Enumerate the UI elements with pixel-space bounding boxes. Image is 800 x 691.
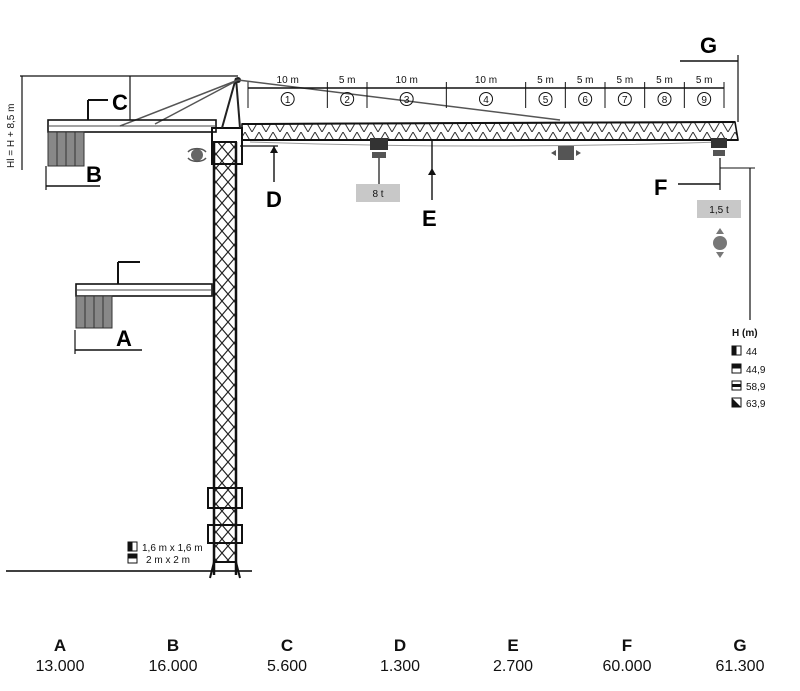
- dimension-column: C 5.600: [247, 636, 327, 678]
- label-d: D: [266, 187, 282, 212]
- svg-text:44,9: 44,9: [746, 365, 766, 376]
- segment-index-circle: [399, 92, 414, 106]
- dimension-column: E 2.700: [473, 636, 553, 678]
- svg-text:58,9: 58,9: [746, 382, 766, 393]
- dimension-column: F 60.000: [587, 636, 667, 678]
- segment-index-label: 8: [662, 95, 668, 106]
- label-c: C: [112, 90, 128, 115]
- segment-index-label: 5: [543, 95, 549, 106]
- label-a: A: [116, 326, 132, 351]
- segment-index-circle: [340, 92, 355, 106]
- trolley-direction-marker: [551, 146, 581, 160]
- dimension-value: 2.700: [492, 658, 534, 675]
- dimension-d: D: [240, 145, 282, 212]
- segment-index-circle: [538, 92, 553, 106]
- label-e: E: [422, 206, 437, 231]
- dimension-column: G 61.300: [700, 636, 780, 678]
- dimension-key: G: [733, 636, 747, 655]
- height-legend-item: 44: [731, 345, 758, 358]
- segment-length-label: 5 m: [616, 75, 633, 86]
- tip-load-label: 1,5 t: [709, 205, 729, 216]
- segment-index-circle: [280, 92, 295, 106]
- hoist-direction-icon: [713, 228, 727, 258]
- dimension-g: G: [680, 33, 739, 122]
- dimension-key: A: [53, 636, 67, 655]
- dimension-column: D 1.300: [360, 636, 440, 678]
- segment-index-circle: [578, 92, 593, 106]
- dimension-value: 16.000: [148, 658, 198, 675]
- slewing-icon: [187, 147, 207, 163]
- dimension-value: 61.300: [715, 658, 765, 675]
- max-load-label: 8 t: [372, 189, 383, 200]
- dimension-key: E: [507, 636, 519, 655]
- dimension-column: B 16.000: [133, 636, 213, 678]
- svg-text:63,9: 63,9: [746, 399, 766, 410]
- segment-index-label: 4: [483, 95, 489, 106]
- trolley-near: [370, 138, 388, 158]
- dimension-c: C: [20, 75, 238, 120]
- segment-index-circle: [479, 92, 493, 106]
- trolley-tip: [711, 138, 727, 156]
- dimension-value: 60.000: [602, 658, 652, 675]
- dimension-a: A: [74, 326, 142, 354]
- height-legend-item: 58,9: [731, 380, 766, 393]
- dimension-key: D: [393, 636, 407, 655]
- dimension-key: B: [166, 636, 180, 655]
- segment-index-circle: [617, 92, 632, 106]
- jib-pendants: [119, 79, 561, 127]
- dimension-key: C: [280, 636, 294, 655]
- jib-segments: 10 m 1 5 m 2 10 m 3 10 m 4 5 m 5 5 m 6 5 m 7 5 m 8 5 m 9: [247, 75, 725, 108]
- height-legend: H (m) 44 44,9 58,9 63,9: [731, 328, 766, 410]
- label-g: G: [700, 33, 717, 58]
- tip-load-indicator: 1,5 t: [697, 200, 741, 218]
- base-legend-item: 1,6 m x 1,6 m: [127, 541, 203, 554]
- segment-length-label: 5 m: [339, 75, 356, 86]
- segment-index-circle: [697, 92, 712, 106]
- dimension-e: E: [422, 140, 437, 231]
- segment-index-label: 3: [404, 95, 410, 106]
- segment-index-label: 2: [344, 95, 350, 106]
- base-legend-item: 2 m x 2 m: [127, 553, 190, 566]
- dimension-key: F: [621, 636, 633, 655]
- dimensions-table: A 13.000 B 16.000 C 5.600 D 1.300 E 2.700 F 60.000 G…: [0, 636, 800, 686]
- label-b: B: [86, 162, 102, 187]
- max-load-indicator: 8 t: [356, 158, 400, 202]
- segment-index-label: 1: [285, 95, 291, 106]
- svg-text:2 m x 2 m: 2 m x 2 m: [146, 555, 190, 566]
- segment-index-label: 9: [701, 95, 707, 106]
- segment-length-label: 5 m: [537, 75, 554, 86]
- counter-jib-upper: [47, 99, 217, 167]
- dimension-f: F: [654, 158, 755, 200]
- dimension-value: 5.600: [266, 658, 308, 675]
- svg-text:44: 44: [746, 347, 758, 358]
- segment-length-label: 5 m: [656, 75, 673, 86]
- segment-length-label: 5 m: [696, 75, 713, 86]
- segment-index-label: 6: [582, 95, 588, 106]
- height-formula: Hl = H + 8,5 m: [6, 76, 23, 170]
- main-jib: [241, 121, 739, 147]
- dimension-column: A 13.000: [20, 636, 100, 678]
- segment-length-label: 10 m: [475, 75, 497, 86]
- height-legend-item: 44,9: [731, 363, 766, 376]
- svg-text:1,6 m x 1,6 m: 1,6 m x 1,6 m: [142, 543, 203, 554]
- dimension-value: 13.000: [35, 658, 85, 675]
- segment-length-label: 10 m: [396, 75, 418, 86]
- height-formula-text: Hl = H + 8,5 m: [6, 104, 17, 168]
- segment-index-circle: [657, 92, 672, 106]
- base-legend: 1,6 m x 1,6 m 2 m x 2 m: [127, 541, 203, 566]
- height-legend-item: 63,9: [731, 397, 766, 410]
- segment-length-label: 5 m: [577, 75, 594, 86]
- tower-mast: [207, 141, 243, 579]
- segment-length-label: 10 m: [277, 75, 299, 86]
- dimension-value: 1.300: [379, 658, 421, 675]
- dimension-b: B: [45, 162, 102, 190]
- segment-index-label: 7: [622, 95, 628, 106]
- counter-jib-lower: [75, 261, 213, 329]
- label-f: F: [654, 175, 667, 200]
- height-legend-title: H (m): [732, 328, 758, 339]
